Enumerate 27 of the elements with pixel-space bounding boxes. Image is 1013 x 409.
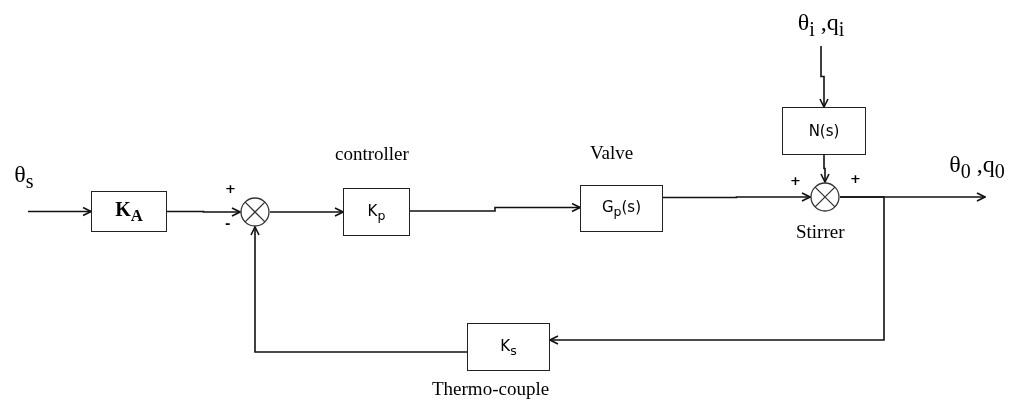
sign-label: + — [790, 174, 801, 187]
signal-label: θ$_{0}$ ,q$_{0}$ — [945, 150, 1009, 184]
transfer-function-block: K$_{s}$ — [467, 323, 550, 371]
arrow — [27, 206, 92, 217]
arrow — [549, 196, 885, 345]
transfer-function-block: G$_{p}$(s) — [580, 185, 663, 232]
arrow — [819, 45, 829, 108]
summing-junction — [810, 182, 840, 212]
sign-label: + — [850, 172, 861, 185]
transfer-function-block: N(s) — [782, 107, 866, 155]
transfer-function-block: K$_{A}$ — [91, 191, 167, 232]
arrow — [166, 207, 241, 217]
arrow — [250, 226, 468, 353]
arrow — [269, 207, 344, 217]
signal-label: θ$_{s}$ — [4, 162, 44, 192]
sign-label: + — [225, 182, 236, 195]
signal-label: θ$_{i}$ ,q$_{i}$ — [783, 4, 859, 46]
sign-label: - — [225, 217, 231, 230]
block-name: Stirrer — [796, 222, 845, 241]
arrow — [820, 154, 830, 183]
arrow — [409, 202, 581, 213]
block-name: controller — [335, 144, 409, 163]
block-name: Thermo-couple — [432, 379, 550, 398]
transfer-function-block: K$_{p}$ — [343, 188, 410, 236]
block-name: Valve — [590, 143, 634, 162]
summing-junction — [240, 197, 270, 227]
arrow — [662, 192, 811, 202]
